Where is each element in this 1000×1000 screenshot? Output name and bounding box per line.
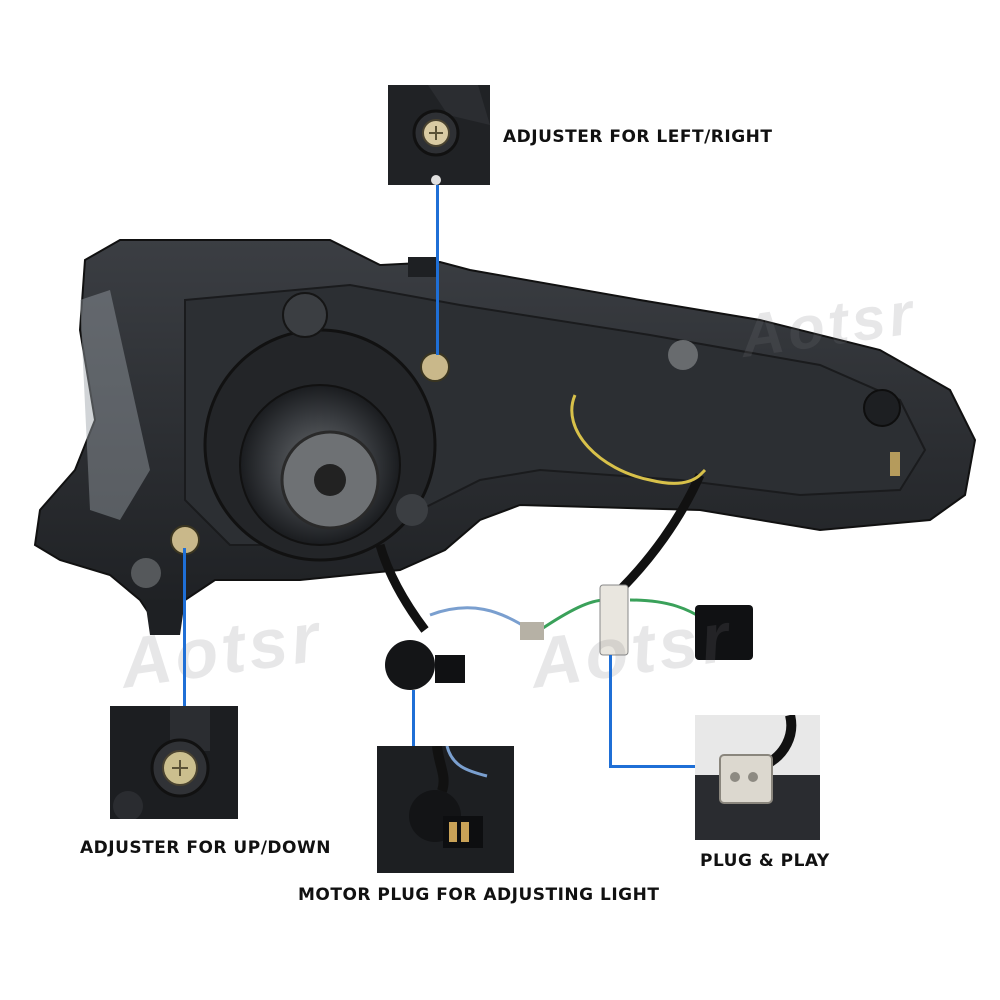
- label-adjuster-up-down: ADJUSTER FOR UP/DOWN: [80, 838, 331, 858]
- label-plug-and-play: PLUG & PLAY: [700, 851, 830, 871]
- label-adjuster-left-right: ADJUSTER FOR LEFT/RIGHT: [503, 127, 773, 147]
- callout-line: [609, 765, 696, 768]
- label-motor-plug: MOTOR PLUG FOR ADJUSTING LIGHT: [298, 885, 660, 905]
- callout-line: [412, 690, 415, 746]
- plug-and-play-photo: [695, 715, 820, 840]
- callout-line: [183, 548, 186, 706]
- callout-line: [436, 185, 439, 355]
- left-right-adjuster-photo: [388, 85, 490, 185]
- wire-harness: [616, 473, 705, 594]
- up-down-adjuster-photo: [110, 706, 238, 819]
- motor-plug-photo: [377, 746, 514, 873]
- left-right-adjuster-screw: [420, 352, 450, 382]
- callout-line: [609, 655, 612, 767]
